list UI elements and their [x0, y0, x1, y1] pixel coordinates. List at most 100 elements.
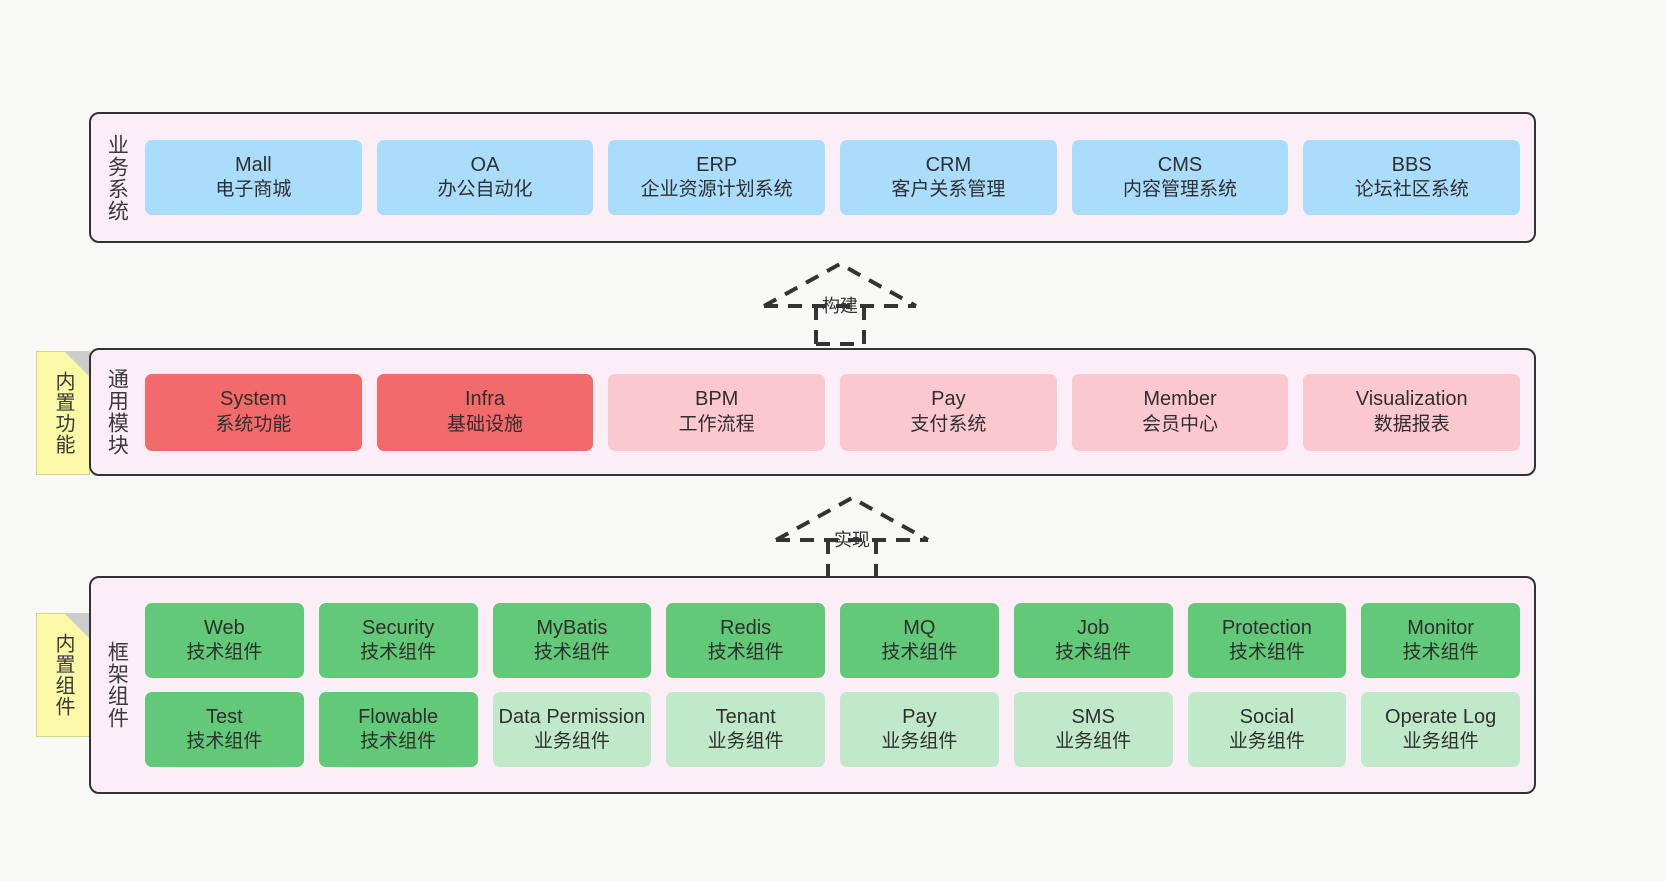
node-data-permission-cn: 业务组件 — [533, 731, 610, 753]
node-bpm[interactable]: BPM 工作流程 — [608, 373, 826, 451]
node-pay-component[interactable]: Pay 业务组件 — [840, 692, 999, 767]
connector-build-arrow-icon — [763, 261, 917, 346]
node-redis[interactable]: Redis 技术组件 — [666, 603, 825, 678]
node-job-cn: 技术组件 — [1055, 642, 1132, 664]
node-mq-en: MQ — [903, 616, 936, 639]
node-sms[interactable]: SMS 业务组件 — [1013, 692, 1173, 767]
node-web-en: Web — [203, 616, 245, 639]
node-protection-cn: 技术组件 — [1228, 642, 1305, 664]
layer-framework-components: 框架组件 Web 技术组件 Security 技术组件 MyBatis 技术组件… — [89, 576, 1536, 794]
node-mall[interactable]: Mall 电子商城 — [145, 140, 362, 215]
sticky-note-builtin-components-label: 内置组件 — [52, 633, 74, 717]
node-tenant[interactable]: Tenant 业务组件 — [666, 692, 825, 767]
node-sms-en: SMS — [1071, 705, 1115, 728]
node-flowable-en: Flowable — [358, 705, 439, 728]
node-erp-en: ERP — [696, 153, 738, 176]
node-oa-cn: 办公自动化 — [437, 179, 533, 201]
node-visualization[interactable]: Visualization 数据报表 — [1303, 373, 1521, 451]
node-pay-module[interactable]: Pay 支付系统 — [840, 373, 1057, 451]
node-security-cn: 技术组件 — [360, 642, 437, 664]
node-mybatis-cn: 技术组件 — [533, 642, 610, 664]
sticky-note-builtin-functions-label: 内置功能 — [52, 371, 74, 455]
node-infra-cn: 基础设施 — [447, 413, 524, 435]
node-social-cn: 业务组件 — [1228, 731, 1305, 753]
sticky-note-builtin-components: 内置组件 — [36, 613, 90, 737]
node-erp-cn: 企业资源计划系统 — [640, 179, 793, 201]
node-system-en: System — [219, 388, 287, 411]
node-tenant-en: Tenant — [715, 705, 776, 728]
connector-implement: 实现 — [766, 492, 938, 580]
node-oa-en: OA — [470, 153, 500, 176]
layer-body-business-systems: Mall 电子商城 OA 办公自动化 ERP 企业资源计划系统 CRM 客户关系… — [141, 114, 1534, 241]
node-job[interactable]: Job 技术组件 — [1013, 603, 1173, 678]
node-monitor[interactable]: Monitor 技术组件 — [1361, 603, 1520, 678]
node-visualization-en: Visualization — [1355, 388, 1468, 411]
layer-body-framework-components: Web 技术组件 Security 技术组件 MyBatis 技术组件 Redi… — [141, 578, 1534, 792]
business-systems-row: Mall 电子商城 OA 办公自动化 ERP 企业资源计划系统 CRM 客户关系… — [145, 140, 1521, 215]
node-web[interactable]: Web 技术组件 — [145, 603, 304, 678]
node-security[interactable]: Security 技术组件 — [318, 603, 478, 678]
node-crm[interactable]: CRM 客户关系管理 — [840, 140, 1057, 215]
node-bbs-en: BBS — [1391, 153, 1432, 176]
node-system[interactable]: System 系统功能 — [145, 373, 362, 451]
node-job-en: Job — [1077, 616, 1110, 639]
node-test[interactable]: Test 技术组件 — [145, 692, 304, 767]
node-cms-en: CMS — [1157, 153, 1203, 176]
sticky-note-builtin-functions: 内置功能 — [36, 351, 90, 475]
connector-build-label: 构建 — [822, 296, 858, 316]
connector-implement-label: 实现 — [834, 530, 870, 550]
layer-title-business-systems: 业务系统 — [105, 133, 129, 222]
node-data-permission[interactable]: Data Permission 业务组件 — [492, 692, 652, 767]
node-tenant-cn: 业务组件 — [707, 731, 784, 753]
node-mybatis-en: MyBatis — [536, 616, 608, 639]
node-flowable[interactable]: Flowable 技术组件 — [318, 692, 478, 767]
node-mall-cn: 电子商城 — [215, 179, 292, 201]
node-infra[interactable]: Infra 基础设施 — [376, 373, 594, 451]
node-social-en: Social — [1239, 705, 1295, 728]
node-bbs[interactable]: BBS 论坛社区系统 — [1303, 140, 1521, 215]
node-redis-en: Redis — [720, 616, 772, 639]
node-pay-component-en: Pay — [902, 705, 937, 728]
node-infra-en: Infra — [464, 388, 506, 411]
node-visualization-cn: 数据报表 — [1373, 413, 1450, 435]
layer-business-systems: 业务系统 Mall 电子商城 OA 办公自动化 ERP 企业资源计划系统 CRM… — [89, 112, 1536, 243]
node-member-en: Member — [1143, 388, 1217, 411]
node-crm-en: CRM — [925, 153, 972, 176]
framework-components-row-1: Web 技术组件 Security 技术组件 MyBatis 技术组件 Redi… — [145, 603, 1520, 678]
common-modules-row: System 系统功能 Infra 基础设施 BPM 工作流程 Pay 支付系统… — [145, 373, 1521, 451]
node-mybatis[interactable]: MyBatis 技术组件 — [492, 603, 652, 678]
connector-implement-arrow-icon — [775, 495, 929, 580]
node-pay-component-cn: 业务组件 — [881, 731, 958, 753]
node-operate-log-cn: 业务组件 — [1402, 731, 1479, 753]
node-crm-cn: 客户关系管理 — [891, 179, 1006, 201]
node-bpm-en: BPM — [695, 388, 739, 411]
node-cms-cn: 内容管理系统 — [1123, 179, 1238, 201]
node-operate-log[interactable]: Operate Log 业务组件 — [1361, 692, 1520, 767]
connector-build: 构建 — [754, 258, 926, 346]
layer-title-framework-components: 框架组件 — [105, 641, 129, 729]
node-cms[interactable]: CMS 内容管理系统 — [1071, 140, 1289, 215]
node-flowable-cn: 技术组件 — [360, 731, 437, 753]
node-data-permission-en: Data Permission — [498, 705, 646, 728]
node-system-cn: 系统功能 — [215, 413, 292, 435]
node-bbs-cn: 论坛社区系统 — [1354, 179, 1469, 201]
node-protection[interactable]: Protection 技术组件 — [1187, 603, 1347, 678]
node-member[interactable]: Member 会员中心 — [1071, 373, 1289, 451]
node-monitor-cn: 技术组件 — [1402, 642, 1479, 664]
node-bpm-cn: 工作流程 — [678, 413, 755, 435]
node-mq[interactable]: MQ 技术组件 — [840, 603, 999, 678]
node-erp[interactable]: ERP 企业资源计划系统 — [608, 140, 826, 215]
layer-body-common-modules: System 系统功能 Infra 基础设施 BPM 工作流程 Pay 支付系统… — [141, 350, 1534, 474]
node-operate-log-en: Operate Log — [1385, 705, 1497, 728]
node-sms-cn: 业务组件 — [1055, 731, 1132, 753]
node-redis-cn: 技术组件 — [707, 642, 784, 664]
node-social[interactable]: Social 业务组件 — [1187, 692, 1347, 767]
node-pay-module-en: Pay — [931, 388, 966, 411]
node-web-cn: 技术组件 — [186, 642, 263, 664]
node-security-en: Security — [362, 616, 435, 639]
node-oa[interactable]: OA 办公自动化 — [376, 140, 594, 215]
node-protection-en: Protection — [1221, 616, 1312, 639]
node-test-cn: 技术组件 — [186, 731, 263, 753]
node-member-cn: 会员中心 — [1142, 413, 1219, 435]
